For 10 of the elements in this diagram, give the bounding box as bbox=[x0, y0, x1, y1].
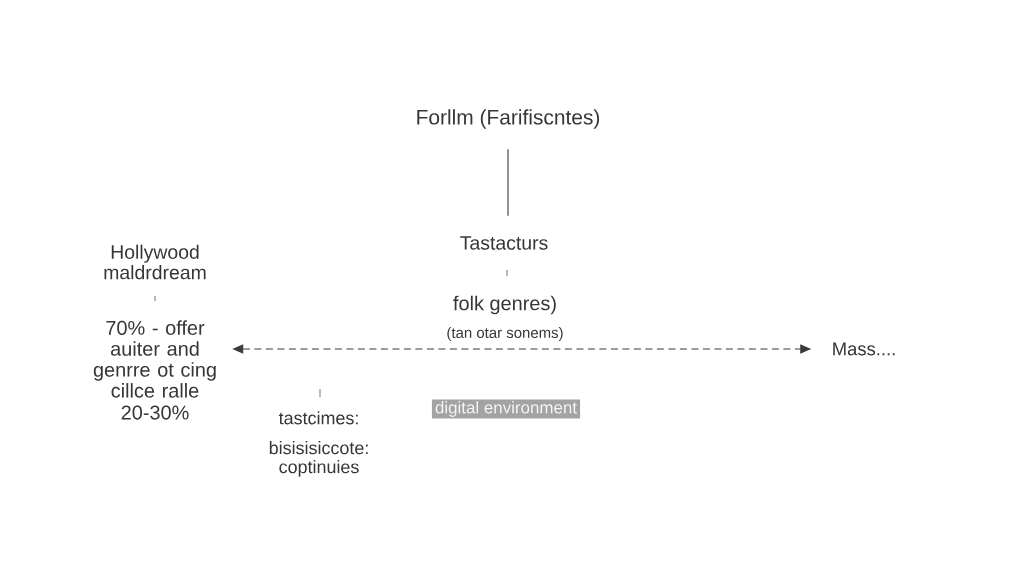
highlighted-label: digital environment bbox=[431, 399, 581, 419]
heading-label: Forllm (Farifiscntes) bbox=[417, 109, 600, 129]
edge-label: (tan otar sonems) bbox=[444, 325, 566, 343]
node-label: Tastacturs bbox=[460, 236, 548, 250]
node-label: folk genres) bbox=[453, 295, 556, 315]
connector-line bbox=[507, 148, 509, 217]
node-label: tastcimes: bisisisiccote: coptinuies bbox=[269, 411, 368, 477]
node-label: Mass.... bbox=[833, 342, 895, 356]
node-label: Hollywood maldrdream bbox=[104, 244, 206, 280]
node-label: 70% - offer auiter and genrre ot cing cillce ralle 20-30% bbox=[93, 320, 216, 420]
